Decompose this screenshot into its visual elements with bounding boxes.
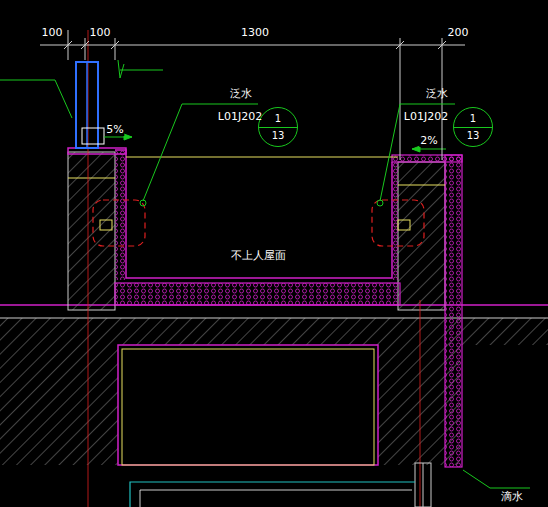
dimension: 200 bbox=[448, 27, 469, 39]
callout-circle: 1 13 bbox=[258, 107, 298, 147]
callout-divider bbox=[259, 127, 297, 128]
slope: 2% bbox=[419, 135, 438, 147]
reference: L01J202 bbox=[218, 111, 262, 123]
dimension: 100 bbox=[90, 27, 111, 39]
callout-circle: 1 13 bbox=[453, 107, 493, 147]
sheet-number: 13 bbox=[454, 130, 492, 141]
note: 滴水 bbox=[501, 491, 523, 503]
note: 不上人屋面 bbox=[231, 250, 286, 262]
note: 泛水 bbox=[426, 88, 448, 100]
sheet-number: 13 bbox=[259, 130, 297, 141]
dimension: 100 bbox=[42, 27, 63, 39]
detail-number: 1 bbox=[259, 113, 297, 124]
detail-number: 1 bbox=[454, 113, 492, 124]
dimension: 1300 bbox=[241, 27, 269, 39]
callout-divider bbox=[454, 127, 492, 128]
note: 泛水 bbox=[230, 88, 252, 100]
reference: L01J202 bbox=[404, 111, 448, 123]
slope: 5% bbox=[105, 124, 124, 136]
